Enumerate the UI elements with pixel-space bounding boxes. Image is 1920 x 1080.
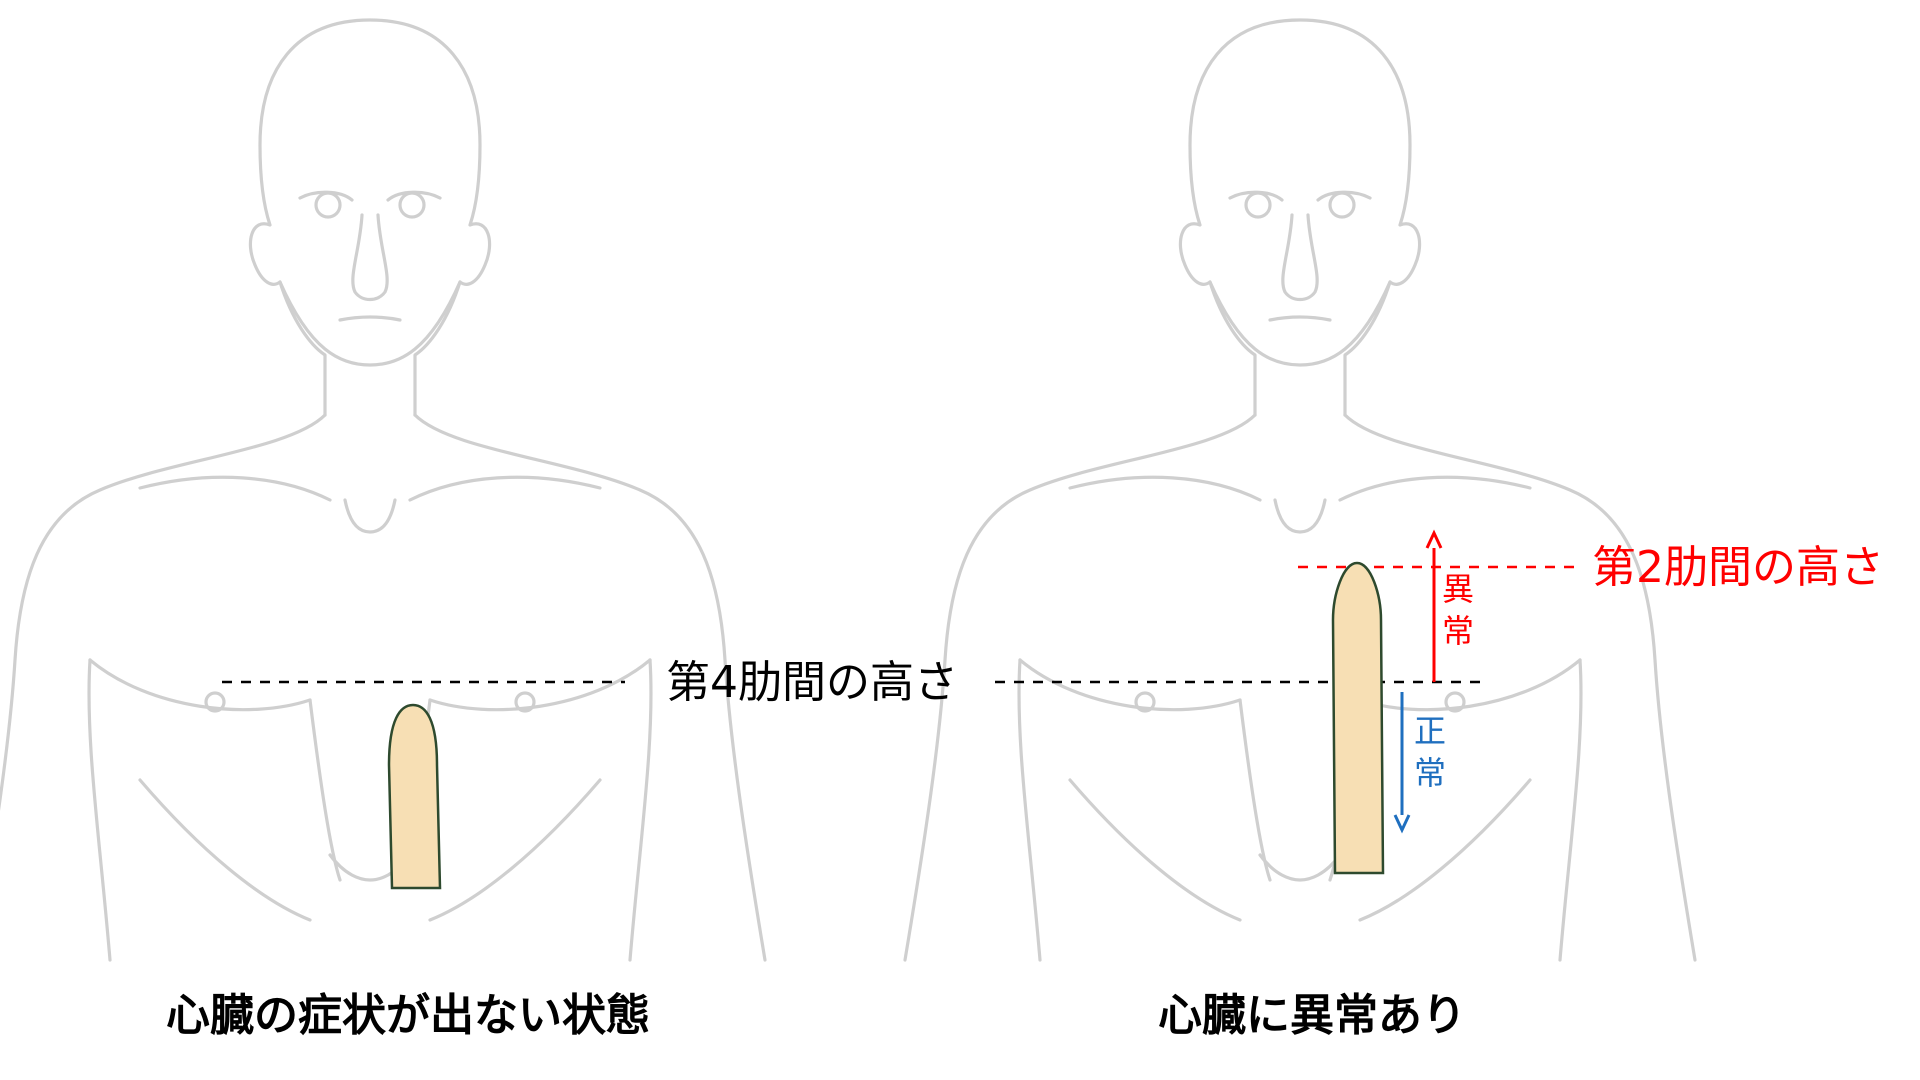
heart-abnormal [1331, 561, 1385, 875]
up-arrow-head [1425, 529, 1443, 549]
heart-normal [387, 703, 442, 890]
caption-normal: 心臓の症状が出ない状態 [166, 990, 650, 1041]
fourth-intercostal-label: 第4肋間の高さ [666, 657, 958, 708]
down-arrow-label-char-2: 常 [1414, 754, 1446, 792]
up-arrow-label-char-1: 異 [1442, 570, 1474, 608]
body-outline-normal [0, 18, 767, 962]
body-outline-abnormal [903, 18, 1697, 962]
up-arrow-label-char-2: 常 [1442, 612, 1474, 650]
second-intercostal-label: 第2肋間の高さ [1592, 542, 1884, 593]
caption-abnormal: 心臓に異常あり [1158, 990, 1466, 1041]
down-arrow-head [1393, 814, 1411, 834]
down-arrow-label-char-1: 正 [1414, 712, 1446, 750]
